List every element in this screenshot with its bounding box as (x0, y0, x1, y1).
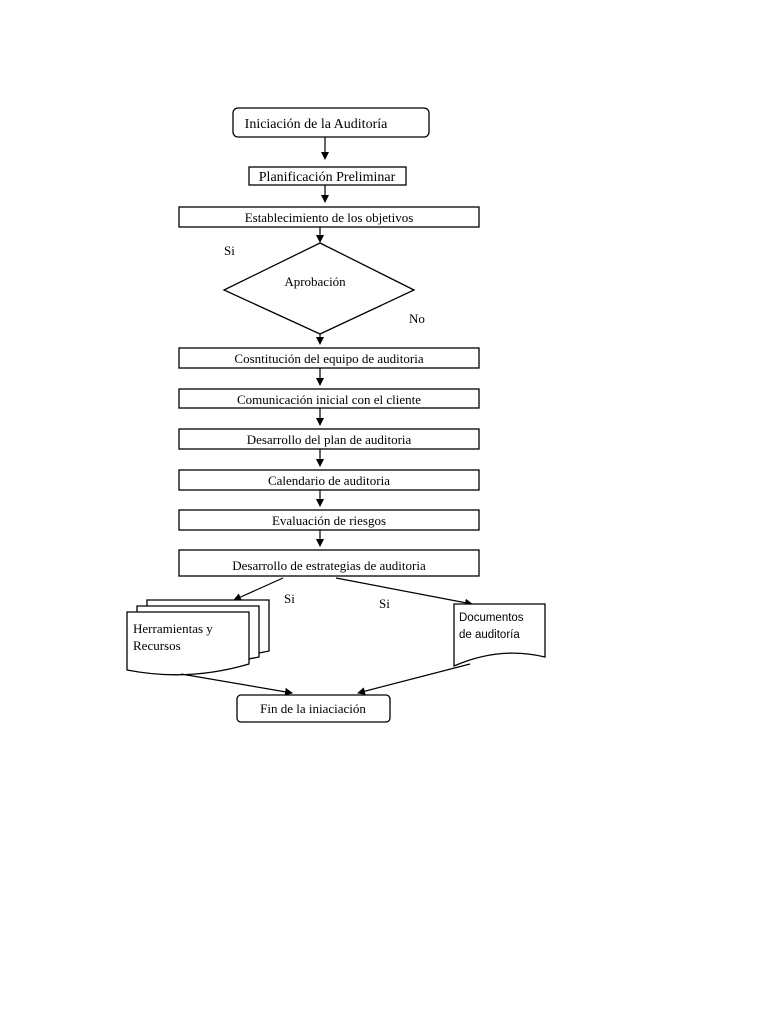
branch-yes-right: Si (379, 596, 390, 611)
docs-label-line1: Documentos (459, 612, 524, 624)
calendar-label: Calendario de auditoria (268, 473, 390, 488)
communication-node: Comunicación inicial con el cliente (178, 388, 480, 409)
approval-label: Aprobación (284, 274, 346, 289)
calendar-node: Calendario de auditoria (178, 469, 480, 491)
plan-label: Desarrollo del plan de auditoria (247, 432, 412, 447)
end-node: Fin de la iniaciación (236, 694, 391, 723)
arrow-strategy-tools (233, 577, 284, 601)
start-node: Iniciación de la Auditoría (232, 107, 430, 138)
plan-node: Desarrollo del plan de auditoria (178, 428, 480, 450)
docs-document: Documentos de auditoría (453, 603, 546, 667)
strategy-node: Desarrollo de estrategias de auditoria (178, 549, 480, 577)
objectives-node: Establecimiento de los objetivos (178, 206, 480, 228)
end-label: Fin de la iniaciación (260, 701, 366, 716)
communication-label: Comunicación inicial con el cliente (237, 392, 421, 407)
risk-label: Evaluación de riesgos (272, 513, 386, 528)
tools-label-line1: Herramientas y (133, 621, 213, 636)
team-label: Cosntitución del equipo de auditoria (234, 351, 423, 366)
branch-no: No (409, 311, 425, 326)
arrow-tools-end (180, 673, 293, 696)
tools-label-line2: Recursos (133, 638, 181, 653)
approval-decision: Aprobación (222, 242, 416, 335)
branch-yes-top: Si (224, 243, 235, 258)
strategy-label: Desarrollo de estrategias de auditoria (232, 558, 426, 573)
arrow-docs-end (357, 663, 471, 696)
planning-label: Planificación Preliminar (259, 170, 396, 185)
tools-multidocument: Herramientas y Recursos (126, 599, 270, 676)
arrow-strategy-docs (335, 577, 473, 607)
risk-node: Evaluación de riesgos (178, 509, 480, 531)
planning-node: Planificación Preliminar (248, 166, 407, 186)
team-node: Cosntitución del equipo de auditoria (178, 347, 480, 369)
branch-yes-left: Si (284, 591, 295, 606)
docs-label-line2: de auditoría (459, 629, 520, 641)
objectives-label: Establecimiento de los objetivos (245, 210, 414, 225)
start-label: Iniciación de la Auditoría (245, 117, 388, 132)
